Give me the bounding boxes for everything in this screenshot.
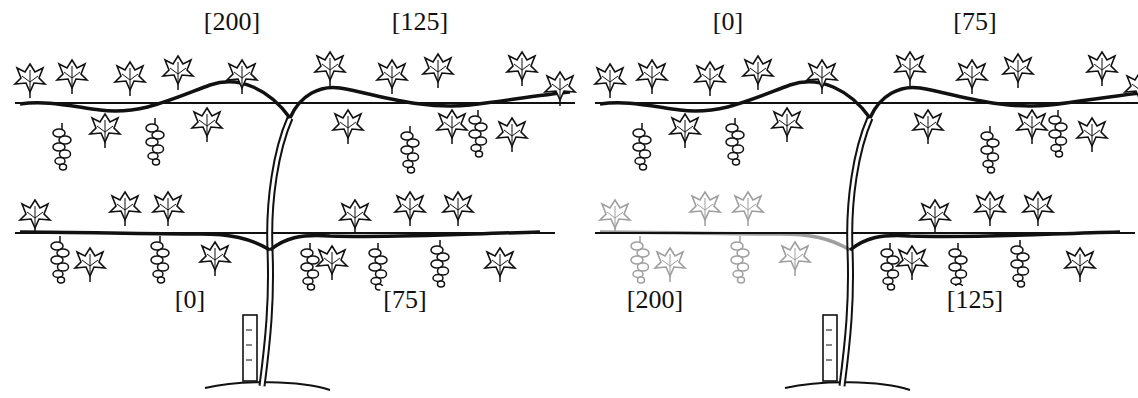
callout-number: [200] [624, 286, 686, 314]
withered-cordon [600, 192, 850, 283]
callout-number: [75] [380, 286, 429, 314]
callout-number: [0] [172, 286, 208, 314]
callout-number: [200] [201, 8, 263, 36]
damaged-vine [595, 52, 1138, 390]
callout-number: [75] [950, 8, 999, 36]
callout-number: [125] [389, 8, 451, 36]
callout-number: [0] [710, 8, 746, 36]
healthy-vine [15, 52, 575, 390]
callout-number: [125] [944, 286, 1006, 314]
